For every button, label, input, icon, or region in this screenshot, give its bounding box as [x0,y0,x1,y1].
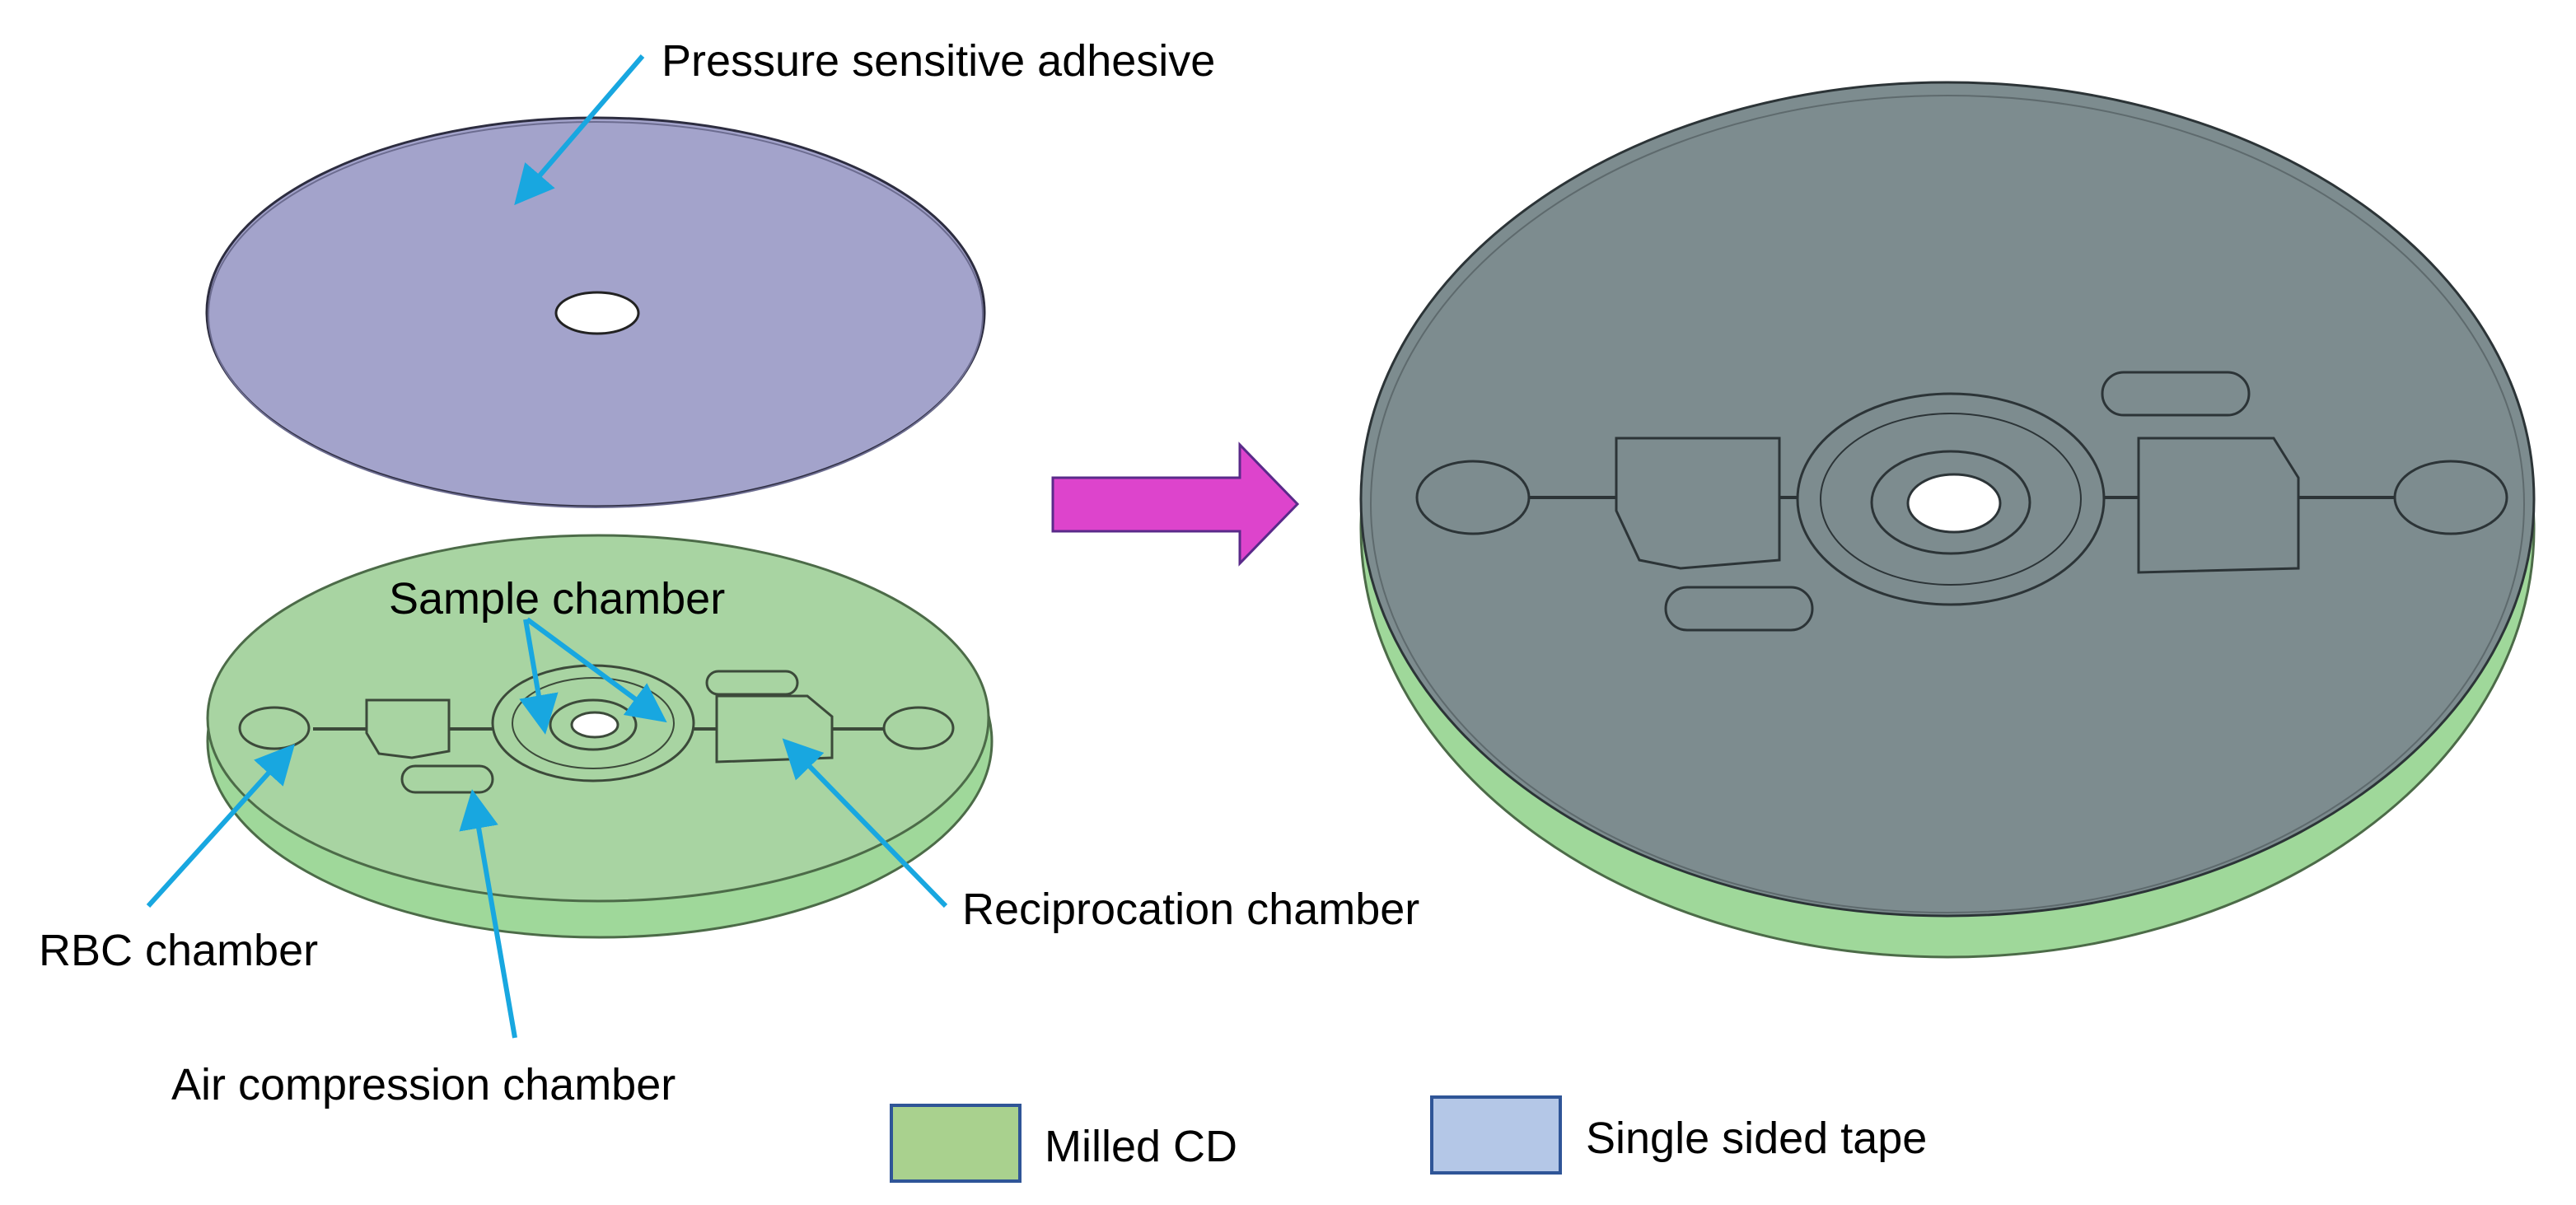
legend-label-milled-cd: Milled CD [1045,1122,1237,1171]
callout-arrow-sample-right [526,617,667,723]
callout-arrow-air [459,789,517,1039]
callout-arrow-reciprocation [782,738,948,908]
rbc-chamber-shape [238,706,311,750]
label-reciprocation-chamber: Reciprocation chamber [962,885,1419,934]
callout-arrow-rbc [146,744,296,908]
label-pressure-sensitive-adhesive: Pressure sensitive adhesive [662,36,1215,86]
callout-arrow-sample-left [519,619,559,735]
adhesive-center-hole [554,291,640,335]
label-rbc-chamber: RBC chamber [39,926,318,975]
assembled-disc [1359,81,2536,959]
milled-cd-disc [206,534,993,939]
adhesive-disc [205,116,986,508]
legend-label-single-sided-tape: Single sided tape [1586,1114,1927,1163]
label-air-compression-chamber: Air compression chamber [171,1060,676,1109]
legend-swatch-milled-cd [890,1104,1022,1183]
legend: Milled CD Single sided tape [890,1095,1927,1183]
process-arrow [1051,441,1300,567]
air-compression-chamber-shape [400,764,494,794]
callout-arrow-adhesive [514,54,645,206]
legend-swatch-single-sided-tape [1430,1095,1562,1175]
label-sample-chamber: Sample chamber [389,574,725,624]
